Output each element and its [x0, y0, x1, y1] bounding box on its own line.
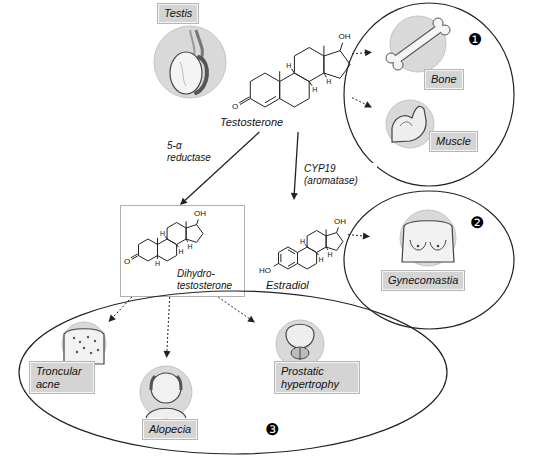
steroid-skeleton — [131, 219, 203, 261]
atom-label: H — [179, 247, 184, 254]
hormone-node: Testosterone — [218, 30, 352, 132]
organ-node: Testis — [148, 2, 232, 106]
atom-label: H — [327, 250, 332, 257]
atom-label: H — [286, 62, 291, 69]
atom-label: H — [319, 255, 324, 262]
connector-line — [352, 98, 366, 105]
ellipse-outline — [344, 3, 514, 186]
ellipse-outline — [343, 2, 515, 187]
atom-label: H — [155, 260, 160, 267]
effect-label: Muscle — [430, 132, 477, 151]
testis-icon — [154, 26, 226, 98]
callout-number: ❷ — [470, 215, 484, 231]
enzyme-label: 5-α reductase — [166, 140, 220, 163]
effect-group: ❶ BoneMuscle — [343, 2, 515, 187]
bone-icon — [386, 16, 450, 72]
callout-number: ❸ — [265, 422, 279, 438]
effect-label: Testis — [158, 4, 198, 23]
ellipse-outline — [19, 291, 447, 454]
target-node: Alopecia — [125, 358, 215, 448]
arrowhead — [363, 232, 370, 239]
steroid-skeleton — [239, 43, 350, 107]
target-node: Troncular acne — [28, 322, 118, 397]
hormone-name: Estradiol — [266, 279, 309, 292]
effect-arrow — [218, 297, 255, 323]
effect-label: Bone — [425, 70, 463, 89]
arrowhead — [247, 316, 255, 323]
atom-label: O — [124, 258, 130, 266]
atom-label: OH — [194, 210, 206, 218]
atom-label: OH — [334, 218, 346, 226]
effect-label: Alopecia — [143, 420, 197, 439]
ellipse-outline — [344, 191, 514, 329]
atom-label: H — [160, 229, 165, 236]
arrowhead — [180, 198, 188, 205]
target-node: Prostatic hypertrophy — [255, 322, 365, 400]
arrowhead — [365, 49, 372, 56]
effect-label: Troncular acne — [30, 362, 94, 393]
connector-line — [113, 297, 132, 317]
connector-line — [294, 132, 298, 193]
atom-label: HO — [259, 267, 271, 275]
arrowhead — [364, 101, 372, 107]
acne-icon — [62, 322, 106, 366]
atom-label: H — [300, 237, 305, 244]
conversion-arrow — [291, 132, 298, 200]
effect-arrow — [348, 232, 370, 239]
effect-arrow — [352, 98, 372, 108]
gynecomastia-icon — [400, 210, 456, 266]
atom-label: H — [326, 78, 331, 85]
arrowhead — [291, 193, 298, 200]
effect-label: Gynecomastia — [382, 271, 464, 290]
connector-line — [167, 297, 170, 351]
target-node: Gynecomastia — [370, 205, 482, 295]
atom-label: OH — [339, 33, 351, 41]
alopecia-icon — [140, 366, 192, 418]
prostate-icon — [276, 320, 324, 368]
hormone-name: Dihydro- testosterone — [177, 268, 241, 291]
enzyme-label: CYP19 (aromatase) — [303, 163, 377, 186]
connector-line — [352, 53, 365, 54]
arrowhead — [109, 315, 116, 323]
arrowhead — [164, 351, 171, 358]
steroid-skeleton — [274, 227, 343, 269]
effect-label: Prostatic hypertrophy — [275, 362, 359, 393]
atom-label: O — [232, 103, 238, 111]
callout-number: ❶ — [468, 32, 482, 48]
hormone-name: Testosterone — [220, 116, 283, 129]
effect-arrow — [164, 297, 171, 358]
target-node: Muscle — [372, 98, 480, 154]
effect-group: ❸ Troncular acneAlopecia Prostatic hypertr… — [18, 290, 448, 455]
effect-arrow — [109, 297, 132, 322]
target-node: Bone — [372, 14, 480, 94]
hormone-node: Estradiol — [248, 200, 348, 295]
muscle-icon — [386, 100, 434, 148]
atom-label: H — [312, 86, 317, 93]
connector-line — [218, 297, 249, 319]
atom-label: H — [187, 242, 192, 249]
